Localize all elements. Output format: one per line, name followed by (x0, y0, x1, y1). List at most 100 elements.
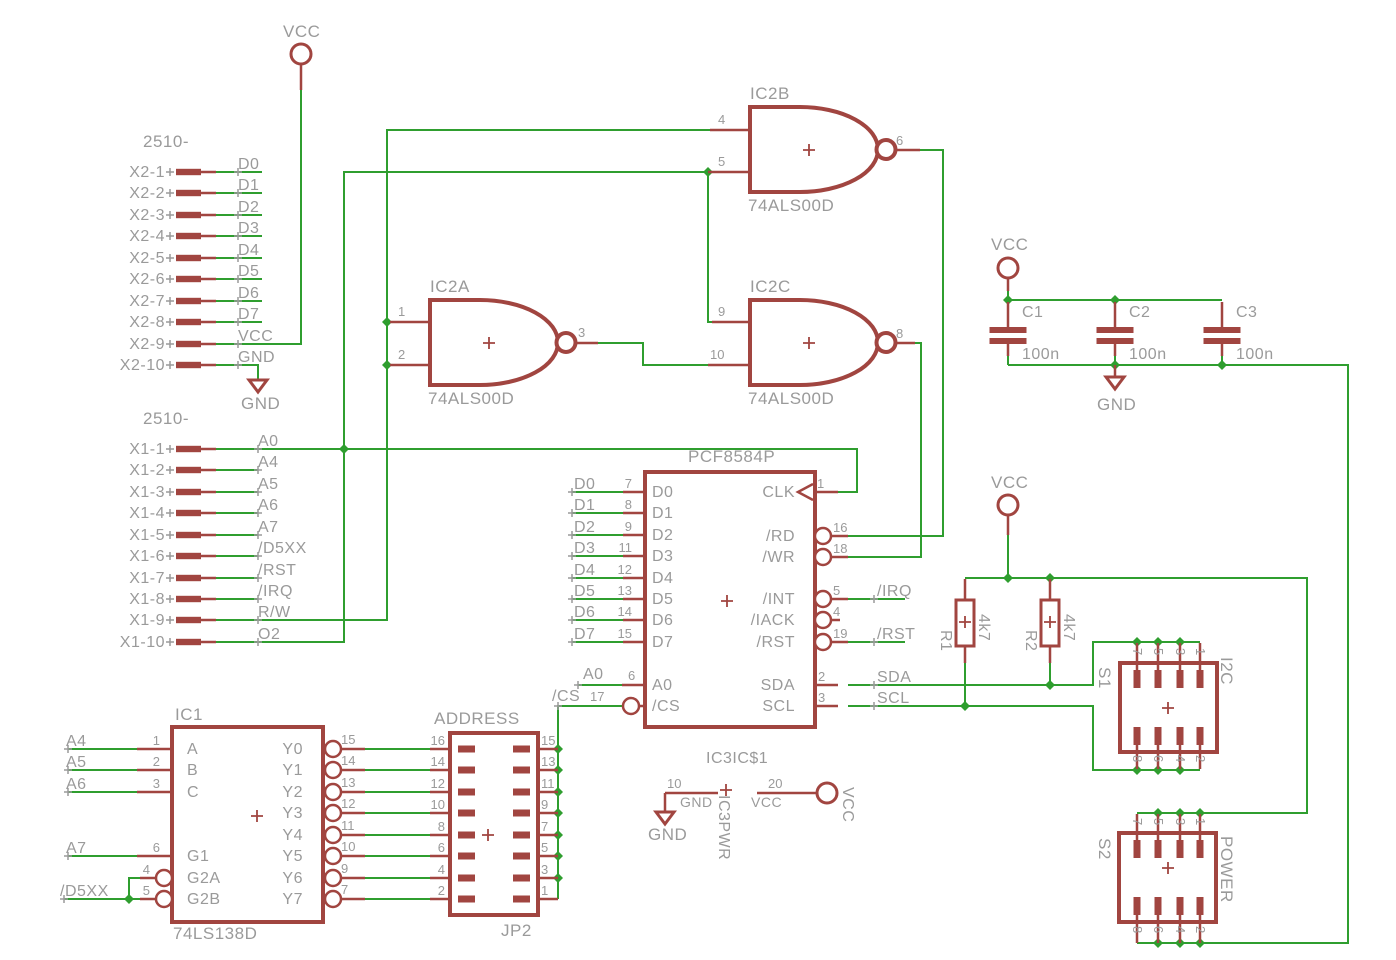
pin-label: D2 (652, 527, 673, 544)
pin-number: 3 (1173, 648, 1188, 655)
header-value: POWER (1217, 836, 1236, 903)
gate-ic2b: IC2B 74ALS00D 4 5 6 (708, 84, 920, 215)
pin-label: SDA (761, 677, 795, 694)
x1-pin-name: X1-8 (129, 591, 165, 608)
ic-74ls138: IC1 74LS138D 1 2 3 6 4 5 A B C G1 G2A G2… (59, 705, 365, 943)
pin-number: 12 (341, 796, 355, 811)
header-s2: 7 5 3 1 8 6 4 2 S2 POWER (1095, 814, 1236, 943)
pin-number: 9 (625, 519, 632, 534)
resistor-name: R1 (937, 630, 954, 651)
x2-pin-name: X2-10 (120, 357, 165, 374)
pin-number: 2 (818, 669, 825, 684)
x1-pin-name: X1-2 (129, 462, 165, 479)
ic-name: IC1 (175, 705, 203, 724)
pin-number: 10 (710, 347, 724, 362)
pin-number: 2 (438, 883, 445, 898)
net-label: /IRQ (258, 583, 293, 600)
pin-label: C (187, 784, 199, 801)
clock-icon (795, 482, 814, 502)
pin-number: 8 (625, 497, 632, 512)
gnd-symbol (1104, 375, 1126, 391)
x1-pin-name: X1-7 (129, 570, 165, 587)
pin-label: A0 (652, 677, 673, 694)
cap-value: 100n (1236, 346, 1274, 363)
cap-value: 100n (1129, 346, 1167, 363)
jumper-title: ADDRESS (434, 709, 520, 728)
pin-number: 8 (1130, 755, 1145, 762)
gate-ic2a: IC2A 74ALS00D 1 2 3 (390, 277, 598, 408)
pin-number: 19 (833, 626, 847, 641)
pin-number: 12 (618, 562, 632, 577)
resistor-value: 4k7 (975, 614, 992, 641)
net-label: A6 (258, 497, 279, 514)
resistor-value: 4k7 (1060, 614, 1077, 641)
pin-number: 13 (618, 583, 632, 598)
connector-x1: 2510- X1-1 X1-2 X1-3 X1-4 X1-5 X1-6 X1-7… (120, 409, 306, 651)
pin-label: G2B (187, 891, 221, 908)
pin-number: 2 (153, 754, 160, 769)
pin-number: 5 (718, 154, 725, 169)
x1-header: 2510- (143, 409, 189, 428)
pin-label: /IACK (751, 612, 795, 629)
gate-name: IC2C (750, 277, 791, 296)
pin-number: 4 (1173, 755, 1188, 762)
pin-number: 7 (341, 882, 348, 897)
pin-number: 5 (1151, 648, 1166, 655)
pin-label: Y4 (282, 827, 303, 844)
pin-label: /WR (762, 549, 795, 566)
x1-pin-name: X1-3 (129, 484, 165, 501)
gnd-label: GND (241, 394, 280, 413)
x1-pin-name: X1-5 (129, 527, 165, 544)
pin-number: 6 (628, 668, 635, 683)
vcc-label: VCC (991, 473, 1028, 492)
cap-name: C3 (1236, 304, 1257, 321)
pin-label: G1 (187, 848, 209, 865)
pin-number: 1 (153, 733, 160, 748)
pin-number: 1 (398, 304, 405, 319)
header-name: S1 (1095, 667, 1114, 689)
net-label: A0 (583, 666, 604, 683)
pin-number: 13 (341, 775, 355, 790)
gate-value: 74ALS00D (428, 389, 514, 408)
net-label: /CS (552, 688, 580, 705)
net-label: D0 (574, 476, 595, 493)
pin-label: D5 (652, 591, 673, 608)
net-label: VCC (238, 328, 273, 345)
pin-number: 16 (833, 520, 847, 535)
pullup-resistors: VCC R1 4k7 R2 4k7 (937, 473, 1077, 663)
pin-number: 7 (1130, 648, 1145, 655)
x1-pin-name: X1-6 (129, 548, 165, 565)
pin-label: VCC (751, 794, 782, 810)
x2-pin-name: X2-6 (129, 271, 165, 288)
net-label: A4 (66, 733, 87, 750)
gate-value: 74ALS00D (748, 196, 834, 215)
capacitor-c2 (1095, 300, 1135, 367)
pin-label: Y3 (282, 805, 303, 822)
header-name: S2 (1095, 838, 1114, 860)
gate-value: 74ALS00D (748, 389, 834, 408)
vcc-label: VCC (991, 235, 1028, 254)
capacitor-c3 (1202, 300, 1242, 367)
pin-label: Y6 (282, 870, 303, 887)
pin-label: Y2 (282, 784, 303, 801)
header-value: I2C (1217, 657, 1236, 685)
x2-pin-name: X2-3 (129, 207, 165, 224)
pin-label: /INT (763, 591, 795, 608)
net-label: SDA (877, 669, 911, 686)
net-label: O2 (258, 626, 280, 643)
pin-label: D6 (652, 612, 673, 629)
net-label: /RST (258, 562, 296, 579)
pin-number: 4 (438, 862, 445, 877)
x1-pin-name: X1-1 (129, 441, 165, 458)
pin-label: D4 (652, 570, 673, 587)
net-label: A6 (66, 776, 87, 793)
net-label: A4 (258, 454, 279, 471)
pin-number: 3 (818, 690, 825, 705)
pin-number: 4 (718, 112, 725, 127)
capacitor-bank: VCC C1 100n C2 100n C3 100n GND (988, 235, 1274, 414)
pin-number: 1 (817, 476, 824, 491)
pin-number: 4 (143, 862, 150, 877)
ic-value: 74LS138D (173, 924, 257, 943)
net-label: D2 (238, 199, 259, 216)
